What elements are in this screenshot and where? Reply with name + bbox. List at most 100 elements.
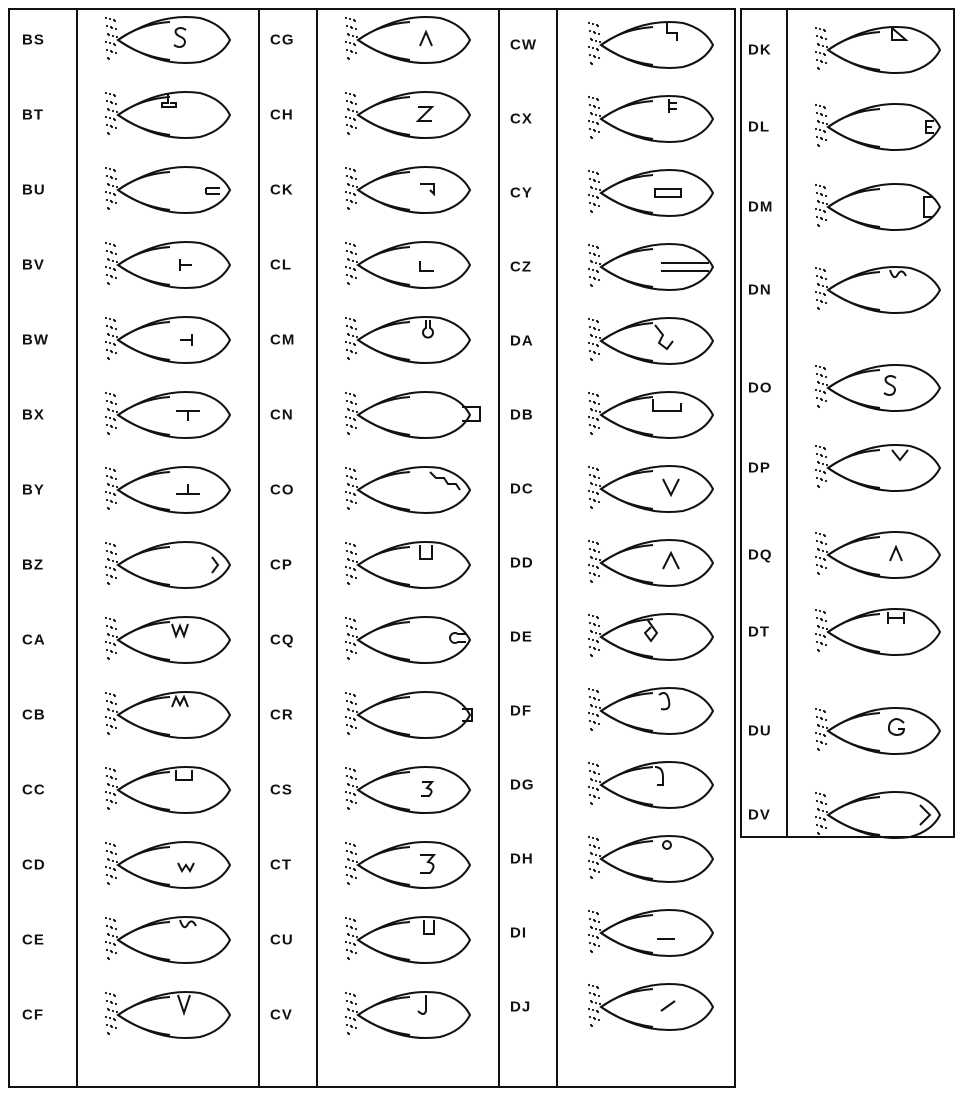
ear-mark-icon (340, 85, 490, 145)
earmark-code-cw: CW (510, 37, 537, 54)
earmark-code-db: DB (510, 407, 534, 424)
ear-mark-icon (100, 310, 250, 370)
earmark-code-di: DI (510, 925, 527, 942)
ear-mark-icon (100, 385, 250, 445)
earmark-code-bu: BU (22, 182, 46, 199)
earmark-code-bv: BV (22, 257, 45, 274)
ear-mark-icon (810, 602, 959, 662)
divider-5 (556, 8, 558, 1088)
earmark-code-ce: CE (22, 932, 45, 949)
earmark-code-do: DO (748, 380, 773, 397)
earmark-code-ct: CT (270, 857, 292, 874)
earmark-code-cs: CS (270, 782, 293, 799)
earmark-code-dl: DL (748, 119, 770, 136)
earmark-code-dq: DQ (748, 547, 773, 564)
earmark-code-co: CO (270, 482, 295, 499)
divider-3 (316, 8, 318, 1088)
earmark-code-cz: CZ (510, 259, 532, 276)
divider-2 (258, 8, 260, 1088)
ear-mark-icon (100, 835, 250, 895)
earmark-code-cq: CQ (270, 632, 295, 649)
earmark-code-by: BY (22, 482, 45, 499)
ear-mark-icon (340, 310, 490, 370)
ear-mark-icon (100, 985, 250, 1045)
ear-mark-icon (100, 685, 250, 745)
ear-mark-icon (100, 760, 250, 820)
earmark-code-dp: DP (748, 460, 771, 477)
earmark-code-bs: BS (22, 32, 45, 49)
earmark-code-bw: BW (22, 332, 49, 349)
ear-mark-icon (100, 910, 250, 970)
ear-mark-icon (340, 160, 490, 220)
earmark-code-dh: DH (510, 851, 534, 868)
ear-mark-icon (100, 535, 250, 595)
earmark-code-dn: DN (748, 282, 772, 299)
ear-mark-icon (100, 460, 250, 520)
earmark-code-cy: CY (510, 185, 533, 202)
earmark-code-dk: DK (748, 42, 772, 59)
ear-mark-icon (340, 610, 490, 670)
ear-mark-icon (340, 535, 490, 595)
earmark-code-dg: DG (510, 777, 535, 794)
divider-4 (498, 8, 500, 1088)
earmark-code-cm: CM (270, 332, 295, 349)
earmark-code-bx: BX (22, 407, 45, 424)
earmark-code-cv: CV (270, 1007, 293, 1024)
ear-mark-icon (100, 610, 250, 670)
ear-mark-icon (340, 385, 490, 445)
earmark-code-du: DU (748, 723, 772, 740)
earmark-code-cl: CL (270, 257, 292, 274)
earmark-code-cp: CP (270, 557, 293, 574)
ear-mark-icon (810, 438, 959, 498)
earmark-code-de: DE (510, 629, 533, 646)
earmark-code-dt: DT (748, 624, 770, 641)
earmark-code-ca: CA (22, 632, 46, 649)
earmark-code-cd: CD (22, 857, 46, 874)
ear-mark-icon (100, 235, 250, 295)
ear-mark-icon (810, 177, 959, 237)
ear-mark-icon (810, 20, 959, 80)
ear-mark-icon (583, 163, 733, 223)
ear-mark-icon (583, 607, 733, 667)
earmark-code-dd: DD (510, 555, 534, 572)
ear-mark-icon (583, 15, 733, 75)
ear-mark-icon (340, 235, 490, 295)
ear-mark-icon (810, 358, 959, 418)
ear-mark-icon (583, 681, 733, 741)
ear-mark-icon (340, 910, 490, 970)
earmark-code-cb: CB (22, 707, 46, 724)
divider-1 (76, 8, 78, 1088)
ear-mark-icon (583, 385, 733, 445)
divider-6 (786, 8, 788, 838)
ear-mark-icon (100, 10, 250, 70)
ear-mark-icon (810, 701, 959, 761)
earmark-code-cr: CR (270, 707, 294, 724)
earmark-code-ch: CH (270, 107, 294, 124)
ear-mark-icon (810, 97, 959, 157)
ear-mark-icon (340, 685, 490, 745)
earmark-code-cg: CG (270, 32, 295, 49)
earmark-code-cn: CN (270, 407, 294, 424)
ear-mark-icon (583, 903, 733, 963)
earmark-code-bz: BZ (22, 557, 44, 574)
earmark-code-dc: DC (510, 481, 534, 498)
ear-mark-icon (583, 89, 733, 149)
ear-mark-icon (100, 160, 250, 220)
earmark-code-da: DA (510, 333, 534, 350)
earmark-code-df: DF (510, 703, 532, 720)
ear-mark-icon (340, 10, 490, 70)
ear-mark-icon (340, 985, 490, 1045)
earmark-code-bt: BT (22, 107, 44, 124)
earmark-code-cc: CC (22, 782, 46, 799)
ear-mark-icon (810, 525, 959, 585)
ear-mark-icon (340, 835, 490, 895)
ear-mark-icon (340, 460, 490, 520)
ear-mark-icon (810, 260, 959, 320)
earmark-code-cu: CU (270, 932, 294, 949)
ear-mark-icon (583, 237, 733, 297)
ear-mark-icon (100, 85, 250, 145)
ear-mark-icon (583, 533, 733, 593)
ear-mark-icon (340, 760, 490, 820)
earmark-code-dm: DM (748, 199, 773, 216)
